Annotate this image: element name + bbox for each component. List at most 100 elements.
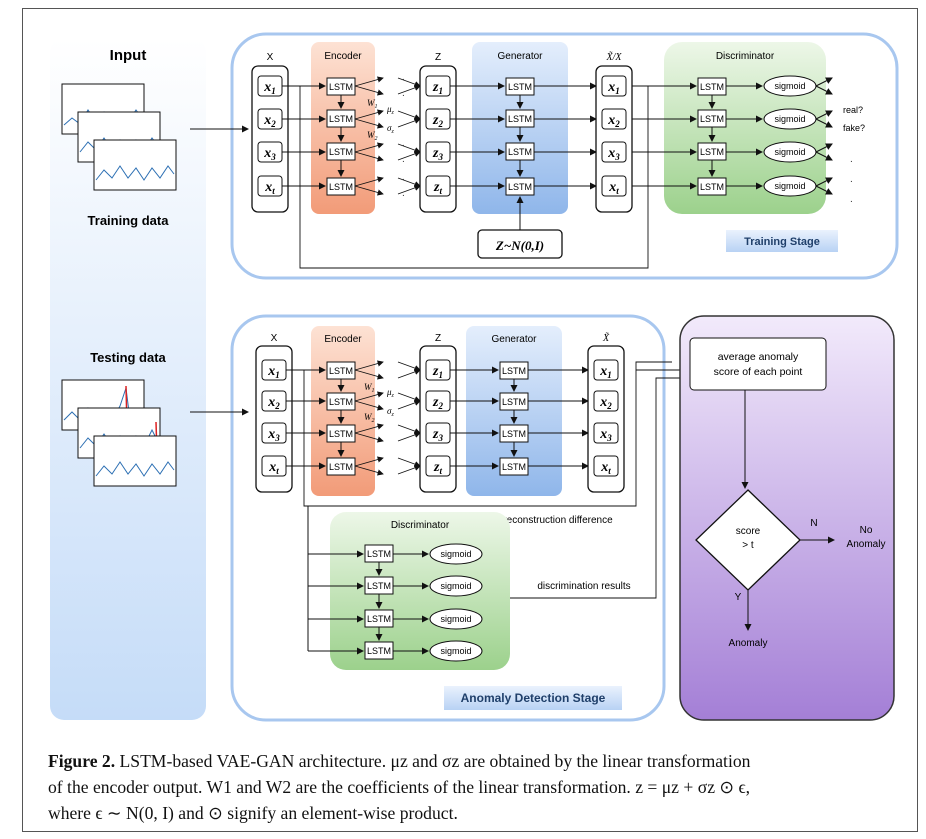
test-xt: xt bbox=[268, 460, 279, 476]
train-w2: W2 bbox=[367, 130, 378, 142]
train-encoder-label: Encoder bbox=[324, 51, 362, 62]
train-enc-lstm-1: LSTM bbox=[329, 82, 353, 92]
train-dis-lstm-4: LSTM bbox=[700, 182, 724, 192]
test-discriminator bbox=[330, 512, 510, 670]
train-gen-lstm-4: LSTM bbox=[508, 182, 532, 192]
test-dis-lstm-3: LSTM bbox=[367, 614, 391, 624]
figure-caption: Figure 2. LSTM-based VAE-GAN architectur… bbox=[48, 748, 898, 826]
train-w1: W1 bbox=[367, 98, 378, 110]
train-sigmoid-3: sigmoid bbox=[774, 147, 805, 157]
test-sigmoid-3: sigmoid bbox=[440, 614, 471, 624]
train-gen-lstm-1: LSTM bbox=[508, 82, 532, 92]
test-gen-lstm-3: LSTM bbox=[502, 429, 526, 439]
train-sigmoid-2: sigmoid bbox=[774, 114, 805, 124]
svg-text:.: . bbox=[850, 174, 853, 185]
caption-text-1: LSTM-based VAE-GAN architecture. μz and … bbox=[119, 751, 751, 771]
training-stage-tag bbox=[726, 230, 838, 252]
caption-line-2: of the encoder output. W1 and W2 are the… bbox=[48, 777, 751, 797]
noise-label: Z~N(0,I) bbox=[495, 238, 544, 253]
reconstruction-label: reconstruction difference bbox=[503, 515, 613, 526]
svg-text:.: . bbox=[402, 88, 405, 99]
test-enc-lstm-4: LSTM bbox=[329, 462, 353, 472]
anomaly-label: Anomaly bbox=[729, 638, 768, 649]
test-enc-lstm-1: LSTM bbox=[329, 366, 353, 376]
test-z1: z1 bbox=[432, 364, 443, 380]
detection-stage-tag bbox=[444, 686, 622, 710]
svg-text:.: . bbox=[850, 194, 853, 205]
test-z2: z2 bbox=[432, 395, 443, 411]
train-dis-lstm-3: LSTM bbox=[700, 147, 724, 157]
training-data-plots bbox=[61, 83, 177, 191]
caption-label: Figure 2. bbox=[48, 751, 116, 771]
train-z2: z2 bbox=[432, 113, 443, 129]
train-sigmoid-1: sigmoid bbox=[774, 81, 805, 91]
train-xhat-header: X̃/X bbox=[606, 50, 623, 63]
train-dis-lstm-2: LSTM bbox=[700, 114, 724, 124]
training-data-label: Training data bbox=[88, 213, 170, 228]
test-zt: zt bbox=[433, 460, 442, 476]
svg-text:.: . bbox=[402, 138, 405, 149]
test-sigmoid-2: sigmoid bbox=[440, 581, 471, 591]
train-xhatt: xt bbox=[608, 180, 619, 196]
test-w2: W2 bbox=[364, 412, 375, 424]
noise-box bbox=[477, 229, 563, 259]
test-discriminator-label: Discriminator bbox=[391, 520, 450, 531]
no-anomaly-line1: No bbox=[860, 525, 873, 536]
test-enc-lstm-3: LSTM bbox=[329, 429, 353, 439]
real-label: real? bbox=[843, 105, 863, 115]
train-discriminator-label: Discriminator bbox=[716, 51, 775, 62]
train-generator-label: Generator bbox=[497, 51, 543, 62]
test-mu: μz bbox=[386, 387, 395, 399]
figure-frame bbox=[22, 8, 918, 832]
test-xhatt: xt bbox=[600, 460, 611, 476]
test-dis-lstm-1: LSTM bbox=[367, 549, 391, 559]
test-xhat-header: X̃ bbox=[602, 331, 610, 344]
test-sigmoid-4: sigmoid bbox=[440, 646, 471, 656]
decision-panel bbox=[679, 315, 895, 721]
svg-text:.: . bbox=[402, 154, 405, 165]
train-enc-lstm-4: LSTM bbox=[329, 182, 353, 192]
input-title: Input bbox=[110, 47, 147, 64]
train-dis-lstm-1: LSTM bbox=[700, 82, 724, 92]
test-generator-label: Generator bbox=[491, 334, 537, 345]
train-gen-lstm-3: LSTM bbox=[508, 147, 532, 157]
test-gen-lstm-2: LSTM bbox=[502, 397, 526, 407]
diamond-line2: > t bbox=[742, 540, 754, 551]
test-z3: z3 bbox=[432, 427, 443, 443]
svg-text:.: . bbox=[402, 188, 405, 199]
test-enc-lstm-2: LSTM bbox=[329, 397, 353, 407]
no-anomaly-line2: Anomaly bbox=[847, 539, 886, 550]
test-sigmoid-1: sigmoid bbox=[440, 549, 471, 559]
score-box-line1: average anomaly bbox=[718, 351, 799, 363]
score-box-line2: score of each point bbox=[714, 366, 803, 378]
train-enc-lstm-3: LSTM bbox=[329, 147, 353, 157]
testing-data-plots bbox=[61, 379, 177, 487]
caption-line-1: Figure 2. LSTM-based VAE-GAN architectur… bbox=[48, 748, 898, 774]
test-gen-lstm-4: LSTM bbox=[502, 462, 526, 472]
train-xt: xt bbox=[264, 180, 275, 196]
train-z-header: Z bbox=[435, 52, 441, 63]
input-panel bbox=[50, 38, 206, 720]
test-z-header: Z bbox=[435, 333, 441, 344]
train-sigma: σz bbox=[387, 123, 394, 135]
svg-text:.: . bbox=[402, 172, 405, 183]
svg-text:.: . bbox=[850, 154, 853, 165]
train-sigmoid-4: sigmoid bbox=[774, 181, 805, 191]
branch-n: N bbox=[810, 518, 817, 529]
train-enc-lstm-2: LSTM bbox=[329, 114, 353, 124]
test-encoder-label: Encoder bbox=[324, 334, 362, 345]
train-z3: z3 bbox=[432, 146, 443, 162]
test-sigma: σz bbox=[387, 406, 394, 418]
train-gen-lstm-2: LSTM bbox=[508, 114, 532, 124]
testing-data-label: Testing data bbox=[90, 350, 166, 365]
test-x-header: X bbox=[271, 333, 278, 344]
train-real-data-path bbox=[299, 86, 649, 269]
training-stage-label: Training Stage bbox=[744, 236, 820, 248]
fake-label: fake? bbox=[843, 123, 865, 133]
score-box bbox=[689, 337, 827, 391]
train-z1: z1 bbox=[432, 80, 443, 96]
test-gen-lstm-1: LSTM bbox=[502, 366, 526, 376]
test-w1: W1 bbox=[364, 382, 375, 394]
reconstruction-path bbox=[303, 361, 672, 507]
